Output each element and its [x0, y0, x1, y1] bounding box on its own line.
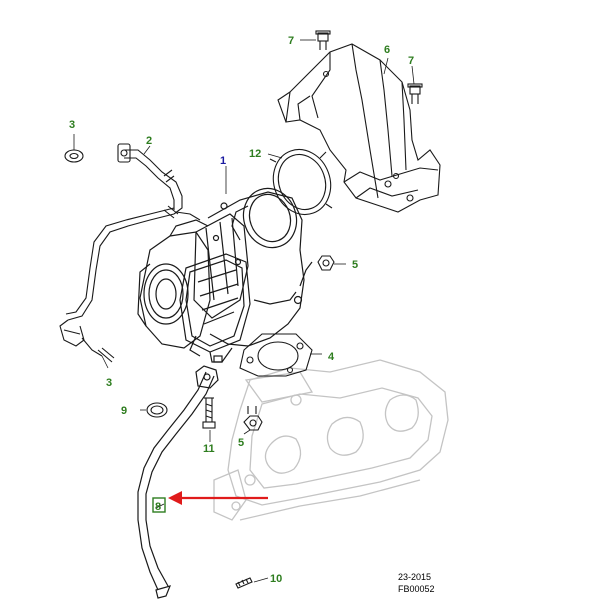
callout-2: 2 — [146, 135, 152, 147]
heat-shield-bolt-right — [407, 83, 423, 104]
callout-10: 10 — [270, 573, 282, 585]
footer-figure-id: FB00052 — [398, 584, 435, 594]
oil-return-o-ring — [146, 402, 168, 418]
highlight-arrow — [168, 491, 268, 505]
oil-return-stud — [235, 577, 253, 589]
oil-return-bolt — [202, 397, 216, 429]
oil-feed-washer-top — [64, 149, 84, 163]
callout-3-bottom: 3 — [106, 377, 112, 389]
callout-1: 1 — [220, 155, 226, 167]
oil-return-pipe — [137, 365, 219, 599]
oil-feed-pipe — [59, 143, 201, 357]
highlight-box — [152, 497, 166, 513]
manifold-nut — [243, 406, 263, 431]
callout-7-left: 7 — [288, 35, 294, 47]
callout-7-right: 7 — [408, 55, 414, 67]
callout-8: 8 — [155, 501, 161, 513]
callout-4: 4 — [328, 351, 335, 363]
turbocharger-assembly — [137, 187, 313, 363]
callout-6: 6 — [384, 44, 390, 56]
heat-shield-bolt-top — [315, 30, 331, 50]
turbo-outlet-gasket — [239, 333, 313, 377]
turbo-inlet-gasket — [269, 148, 333, 216]
heat-shield — [277, 43, 441, 213]
footer-date-code: 23-2015 — [398, 572, 432, 582]
callout-11: 11 — [203, 443, 215, 455]
exhaust-manifold — [213, 359, 449, 521]
callout-12: 12 — [249, 148, 261, 160]
callout-5-upper: 5 — [352, 259, 358, 271]
callout-5-lower: 5 — [238, 437, 244, 449]
callout-9: 9 — [121, 405, 127, 417]
callout-3-top: 3 — [69, 119, 75, 131]
leader-lines — [73, 39, 415, 583]
turbo-nut — [317, 255, 335, 271]
oil-feed-washer-bottom — [97, 347, 115, 363]
